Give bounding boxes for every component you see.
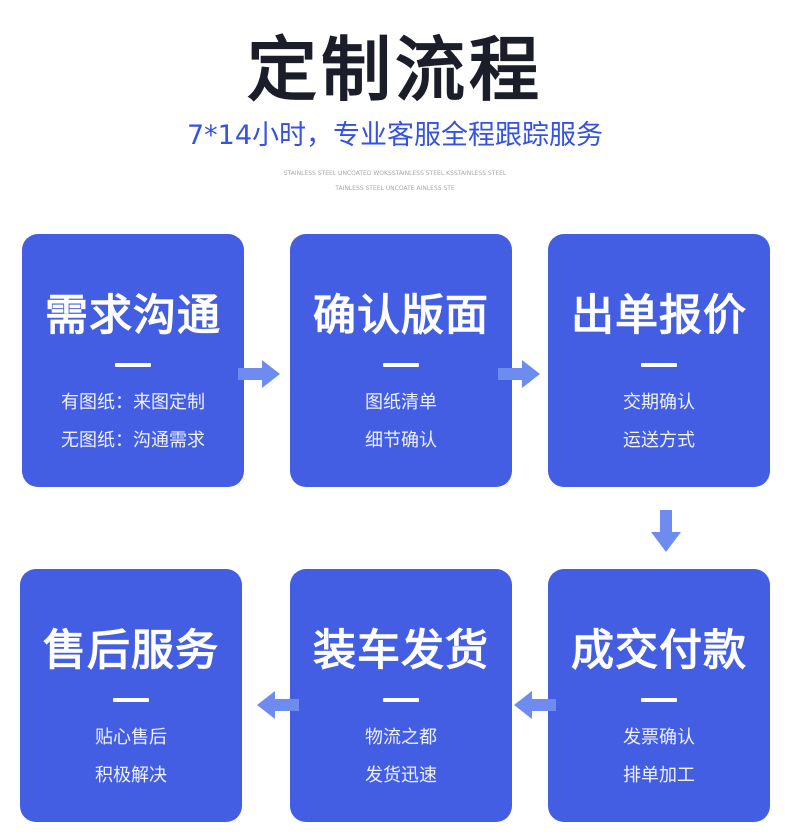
step-detail-2: 运送方式 bbox=[623, 430, 695, 451]
step-title: 装车发货 bbox=[313, 626, 489, 676]
step-detail-1: 发票确认 bbox=[623, 727, 695, 748]
step-title: 成交付款 bbox=[571, 626, 747, 676]
step-detail-1: 交期确认 bbox=[623, 392, 695, 413]
arrow-right-icon bbox=[238, 360, 280, 388]
step-detail-1: 贴心售后 bbox=[95, 727, 167, 748]
step-title: 确认版面 bbox=[313, 291, 489, 341]
step-detail-1: 有图纸：来图定制 bbox=[61, 392, 205, 413]
page-subtitle: 7*14小时，专业客服全程跟踪服务 bbox=[186, 120, 604, 151]
divider bbox=[115, 363, 151, 367]
step-card-after-sales: 售后服务 贴心售后 积极解决 bbox=[20, 569, 242, 822]
step-detail-2: 发货迅速 bbox=[365, 765, 437, 786]
arrow-right-icon bbox=[498, 360, 540, 388]
step-card-requirements: 需求沟通 有图纸：来图定制 无图纸：沟通需求 bbox=[22, 234, 244, 487]
decorative-caption-line-2: TAINLESS STEEL UNCOATE AINLESS STE bbox=[335, 185, 455, 192]
arrow-down-icon bbox=[651, 510, 681, 552]
divider bbox=[113, 698, 149, 702]
step-detail-2: 排单加工 bbox=[623, 765, 695, 786]
step-detail-2: 无图纸：沟通需求 bbox=[61, 430, 205, 451]
divider bbox=[641, 698, 677, 702]
arrow-left-icon bbox=[514, 691, 556, 719]
divider bbox=[641, 363, 677, 367]
arrow-left-icon bbox=[257, 691, 299, 719]
step-card-confirm-layout: 确认版面 图纸清单 细节确认 bbox=[290, 234, 512, 487]
step-card-shipping: 装车发货 物流之都 发货迅速 bbox=[290, 569, 512, 822]
step-detail-1: 物流之都 bbox=[365, 727, 437, 748]
page-title: 定制流程 bbox=[247, 29, 543, 111]
divider bbox=[383, 363, 419, 367]
step-card-payment: 成交付款 发票确认 排单加工 bbox=[548, 569, 770, 822]
step-title: 出单报价 bbox=[571, 291, 747, 341]
step-title: 需求沟通 bbox=[45, 291, 221, 341]
decorative-caption-line-1: STAINLESS STEEL UNCOATED WOKSSTAINLESS S… bbox=[283, 170, 507, 177]
divider bbox=[383, 698, 419, 702]
step-card-quotation: 出单报价 交期确认 运送方式 bbox=[548, 234, 770, 487]
step-title: 售后服务 bbox=[43, 626, 219, 676]
step-detail-2: 细节确认 bbox=[365, 430, 437, 451]
step-detail-2: 积极解决 bbox=[95, 765, 167, 786]
step-detail-1: 图纸清单 bbox=[365, 392, 437, 413]
